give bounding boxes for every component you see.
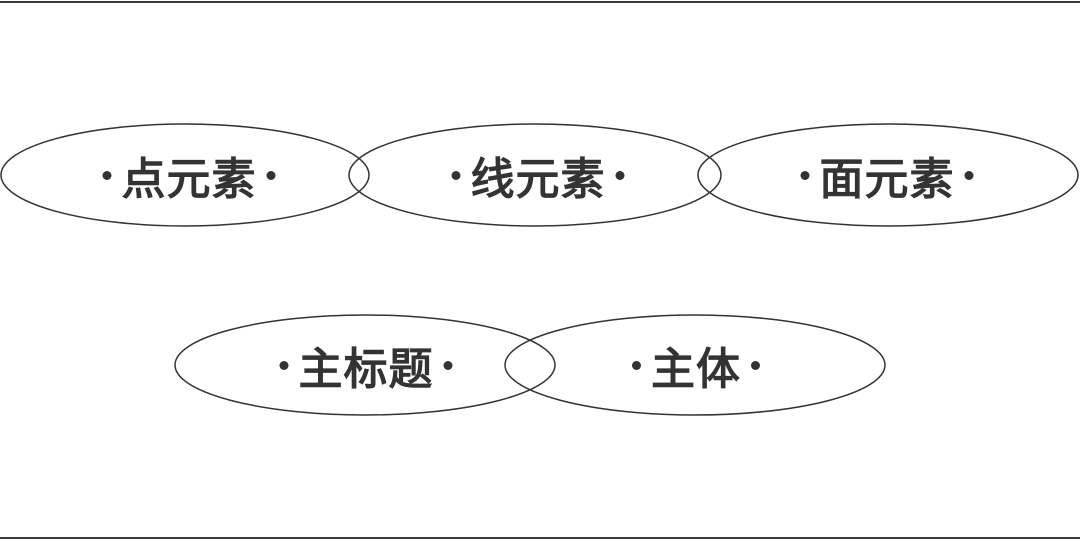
label-main-title: 主标题 <box>270 333 463 397</box>
bullet-dot-icon <box>800 170 810 180</box>
ellipse-point-element <box>0 123 370 227</box>
ellipse-line-element <box>348 123 722 227</box>
ellipse-surface-element <box>697 123 1079 227</box>
ellipse-main-title <box>174 314 556 416</box>
label-text: 主体 <box>651 344 741 395</box>
bullet-dot-icon <box>443 360 453 370</box>
top-divider <box>0 1 1080 3</box>
bullet-dot-icon <box>266 170 276 180</box>
bottom-divider <box>0 537 1080 539</box>
label-surface-element: 面元素 <box>791 143 984 207</box>
bullet-dot-icon <box>964 170 974 180</box>
bullet-dot-icon <box>615 170 625 180</box>
label-line-element: 线元素 <box>442 143 635 207</box>
bullet-dot-icon <box>451 170 461 180</box>
label-text: 线元素 <box>470 154 606 205</box>
bullet-dot-icon <box>632 360 641 370</box>
label-main-body: 主体 <box>622 333 770 397</box>
bullet-dot-icon <box>279 360 289 370</box>
label-point-element: 点元素 <box>93 143 286 207</box>
bullet-dot-icon <box>751 360 760 370</box>
label-text: 主标题 <box>298 344 434 395</box>
ellipse-main-body <box>504 314 886 416</box>
bullet-dot-icon <box>102 170 112 180</box>
label-text: 面元素 <box>819 154 955 205</box>
label-text: 点元素 <box>121 154 257 205</box>
